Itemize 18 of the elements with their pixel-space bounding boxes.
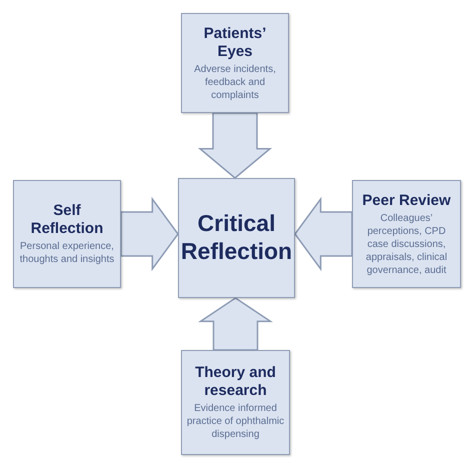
block-arrow [120, 196, 179, 272]
description: Personal experience, thoughts and insights [18, 240, 116, 266]
heading: Peer Review [362, 192, 451, 210]
block-arrow [294, 196, 353, 272]
block-arrow [198, 112, 272, 179]
block-arrow [198, 297, 273, 351]
heading: Self Reflection [30, 202, 104, 238]
source-box [181, 350, 290, 455]
heading: Patients’ Eyes [202, 24, 268, 60]
heading: Theory and research [194, 364, 277, 400]
source-box [181, 13, 289, 113]
central-box [178, 178, 295, 298]
description: Evidence informed practice of ophthalmic dispensing [186, 402, 285, 441]
source-box [13, 180, 121, 288]
description: Colleagues’ perceptions, CPD case discussions, appraisals, clinical governance, audit [364, 212, 448, 276]
description: Adverse incidents, feedback and complaints [193, 62, 277, 102]
source-box [352, 180, 461, 288]
heading: Critical Reflection [180, 210, 292, 266]
